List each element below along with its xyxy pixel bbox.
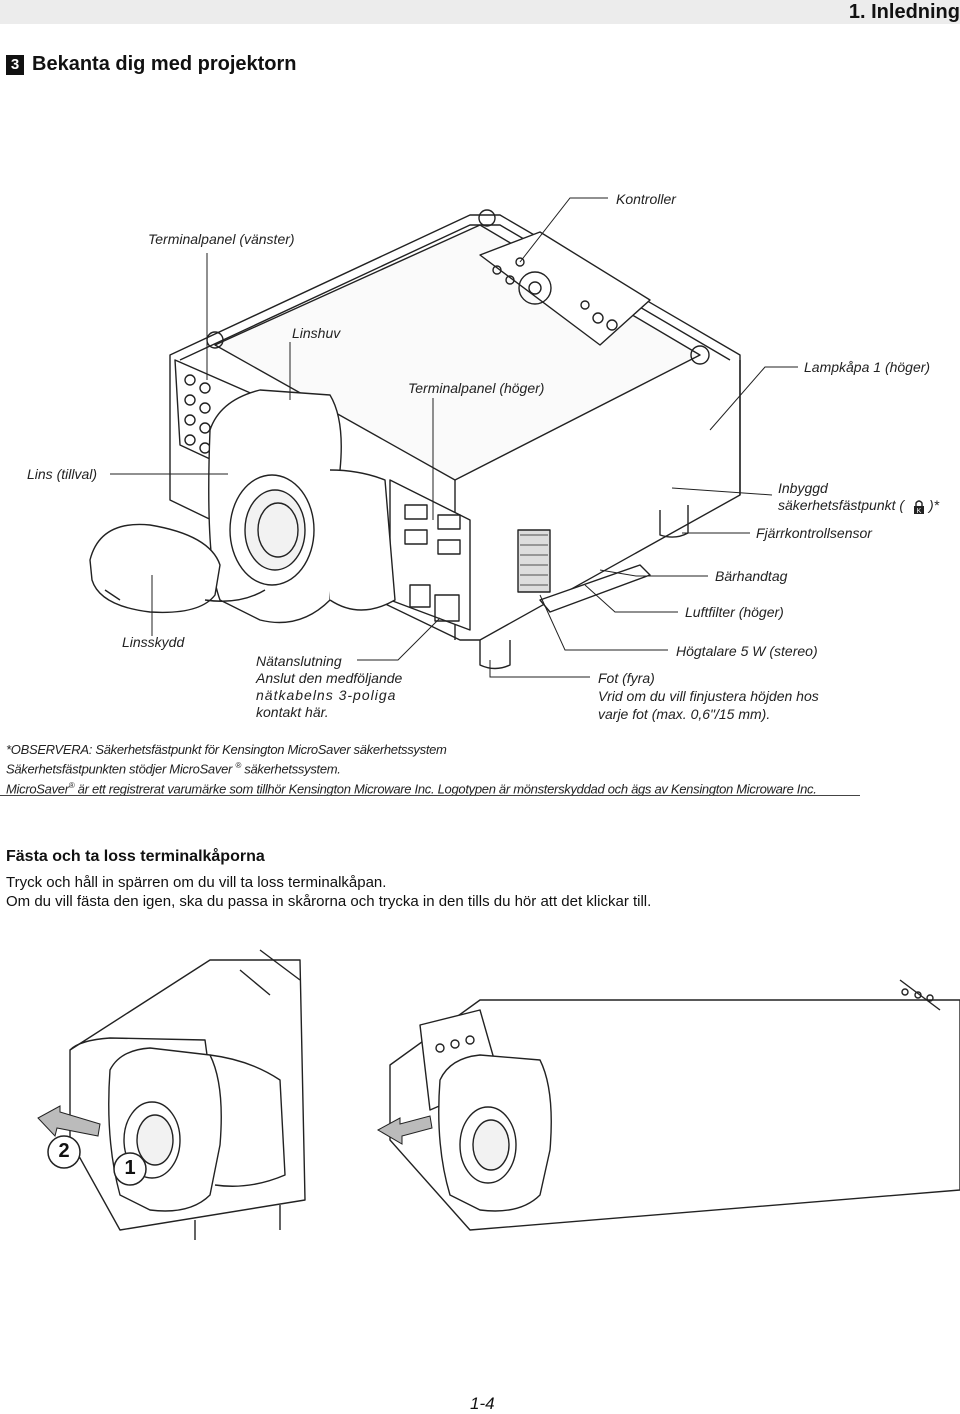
divider [0, 795, 860, 796]
projector-illustration [89, 197, 798, 678]
label-natanslutning-line3: nätkabelns 3-poliga [256, 687, 397, 703]
step-markers [47, 1135, 147, 1186]
note-microsaver-support-b: säkerhetssystem. [244, 761, 341, 777]
label-linshuv: Linshuv [292, 325, 341, 341]
header-band [0, 0, 960, 24]
step-2-number: 2 [58, 1140, 70, 1162]
push-arrow-icon [376, 1115, 433, 1145]
instruction-line-1: Tryck och håll in spärren om du vill ta … [6, 874, 387, 891]
label-inbyggd: Inbyggd [778, 480, 828, 496]
label-linsskydd: Linsskydd [122, 634, 185, 650]
page-number: 1-4 [470, 1394, 495, 1413]
pull-arrow-icon [37, 1105, 101, 1138]
step-1-number: 1 [124, 1157, 136, 1179]
label-fjarrkontrollsensor: Fjärrkontrollsensor [756, 525, 872, 541]
note-microsaver-support: Säkerhetsfästpunkten stödjer MicroSaver … [6, 757, 341, 777]
note-trademark-a: MicroSaver [6, 781, 69, 797]
label-barhandtag: Bärhandtag [715, 568, 788, 584]
note-microsaver-support-a: Säkerhetsfästpunkten stödjer MicroSaver [6, 761, 233, 777]
note-observera: *OBSERVERA: Säkerhetsfästpunkt för Kensi… [6, 742, 447, 757]
kensington-lock-icon: K [914, 500, 924, 515]
note-trademark-b: är ett registrerat varumärke som tillhör… [77, 781, 817, 797]
label-sakerhetsfastpunkt: säkerhetsfästpunkt ( [778, 497, 905, 513]
label-fot-line2: Vrid om du vill finjustera höjden hos [598, 688, 819, 704]
registered-mark: ® [68, 781, 75, 790]
instruction-line-2: Om du vill fästa den igen, ska du passa … [6, 893, 652, 910]
label-natanslutning: Nätanslutning [256, 653, 342, 669]
label-natanslutning-line2: Anslut den medföljande [256, 670, 403, 686]
note-trademark: MicroSaver® är ett registrerat varumärke… [6, 777, 817, 797]
label-luftfilter: Luftfilter (höger) [685, 604, 784, 620]
registered-mark: ® [235, 761, 241, 770]
label-kontroller: Kontroller [616, 191, 676, 207]
label-lins: Lins (tillval) [27, 466, 98, 482]
label-fot-line3: varje fot (max. 0,6"/15 mm). [598, 706, 771, 722]
label-sakerhetsfastpunkt-end: )* [929, 497, 940, 513]
label-hogtalare: Högtalare 5 W (stereo) [676, 643, 818, 659]
section-title: Bekanta dig med projektorn [32, 53, 297, 75]
label-natanslutning-line4: kontakt här. [256, 704, 329, 720]
label-lampkapa: Lampkåpa 1 (höger) [804, 359, 931, 375]
subsection-title: Fästa och ta loss terminalkåporna [6, 848, 265, 865]
label-terminalpanel-vanster: Terminalpanel (vänster) [148, 231, 295, 247]
section-number: 3 [6, 55, 24, 75]
label-fot: Fot (fyra) [598, 670, 655, 686]
svg-text:K: K [917, 508, 922, 515]
label-terminalpanel-hoger: Terminalpanel (höger) [408, 380, 545, 396]
terminal-cover-removal-illustration [37, 949, 960, 1240]
chapter-title: 1. Inledning [848, 1, 960, 23]
